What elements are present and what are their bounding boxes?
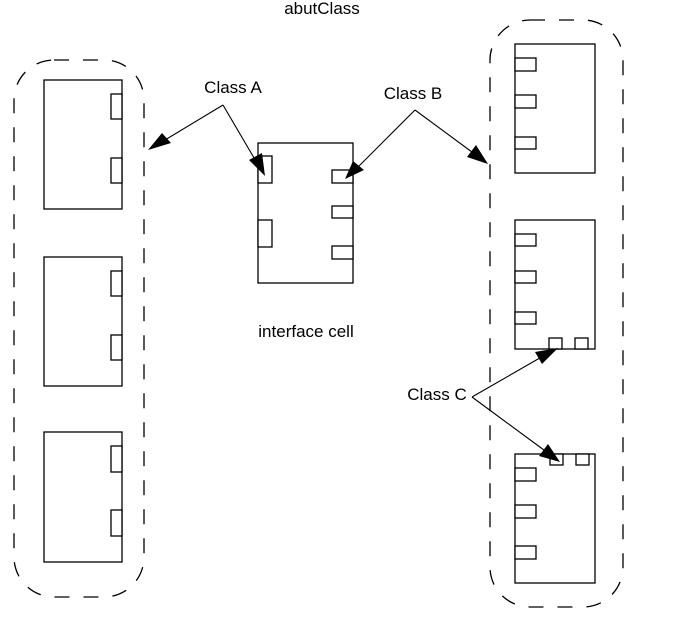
port: [514, 311, 537, 325]
diagram-title: abutClass: [284, 0, 360, 18]
cell-body: [43, 431, 123, 563]
interface-cell-label: interface cell: [258, 322, 353, 341]
arrow-line: [471, 396, 549, 454]
arrow-line: [222, 104, 258, 164]
interface-cell-left-port: [257, 219, 273, 248]
arrow-head-icon: [249, 153, 265, 176]
arrow-head-icon: [467, 145, 488, 164]
port: [514, 57, 537, 72]
arrow-line: [414, 109, 477, 156]
right-cell-3-top-port: [575, 453, 590, 466]
class-a-label: Class A: [204, 78, 262, 97]
class-b-arrows: [345, 109, 488, 179]
arrow-head-icon: [535, 348, 558, 364]
port: [110, 509, 123, 537]
class-a-arrows: [148, 104, 265, 176]
left-cell-3: [43, 431, 123, 563]
interface-cell: [257, 142, 354, 284]
arrow-head-icon: [148, 133, 171, 150]
port: [110, 157, 123, 184]
interface-cell-right-port: [331, 245, 354, 260]
left-group: [13, 59, 145, 598]
class-b-label: Class B: [384, 84, 443, 103]
class-c-label: Class C: [407, 385, 467, 404]
cell-body: [43, 256, 123, 387]
port: [110, 334, 123, 361]
class-c-arrows: [471, 348, 560, 462]
port: [514, 270, 537, 284]
right-cell-1: [514, 43, 596, 174]
port: [110, 445, 123, 473]
cell-body: [43, 79, 123, 210]
arrow-line: [354, 109, 416, 171]
right-cell-3: [514, 453, 596, 584]
port: [514, 233, 537, 247]
port: [110, 270, 123, 297]
port: [514, 467, 537, 482]
port: [514, 136, 537, 150]
left-cell-1: [43, 79, 123, 210]
left-cell-2: [43, 256, 123, 387]
arrow-head-icon: [539, 444, 560, 462]
right-group: [489, 19, 624, 608]
right-cell-2-bottom-port: [574, 337, 589, 350]
right-cell-2: [514, 219, 596, 350]
port: [514, 545, 537, 560]
right-group-boundary: [489, 19, 624, 608]
interface-cell-right-port: [331, 205, 354, 219]
arrow-line: [471, 354, 546, 398]
port: [514, 504, 537, 519]
arrow-head-icon: [345, 161, 364, 179]
right-cell-2-bottom-port: [548, 337, 563, 350]
port: [514, 94, 537, 109]
arrow-line: [159, 104, 224, 144]
port: [110, 93, 123, 120]
